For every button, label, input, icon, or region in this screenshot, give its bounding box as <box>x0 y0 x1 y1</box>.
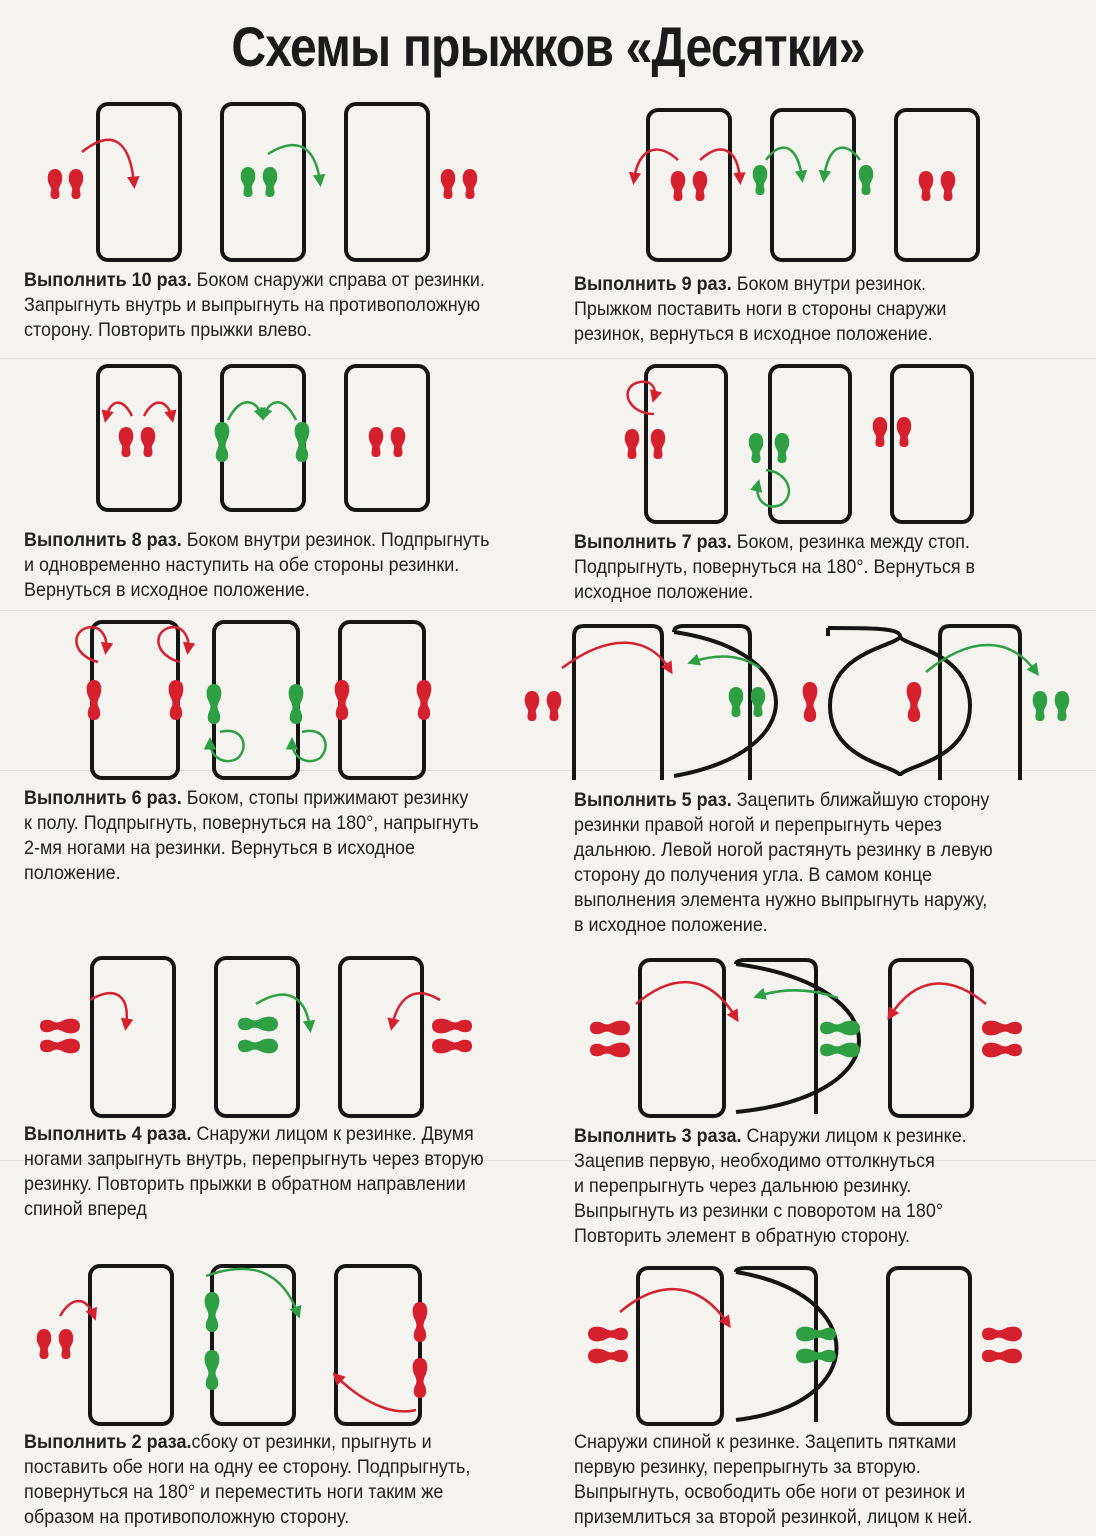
exercise-caption: Снаружи спиной к резинке. Зацепить пятка… <box>574 1431 973 1528</box>
footprint-red-icon <box>36 1302 428 1398</box>
jump-diagram <box>36 1264 428 1426</box>
exercise-caption: Выполнить 7 раз. Боком, резинка между ст… <box>574 531 976 603</box>
jump-diagram <box>628 108 980 262</box>
jump-diagram <box>40 956 472 1118</box>
jump-arrow-icon <box>81 138 140 189</box>
fold-line <box>0 1160 1096 1161</box>
jump-arrow-icon <box>267 143 326 187</box>
footprint-green-icon <box>214 422 310 462</box>
exercise-caption: Выполнить 4 раза. Снаружи лицом к резинк… <box>24 1123 484 1220</box>
jump-diagram <box>590 958 1022 1118</box>
jump-diagram <box>524 624 1070 780</box>
footprint-red-icon <box>118 427 406 457</box>
footprint-red-icon <box>590 1020 1022 1058</box>
footprint-green-icon <box>820 1020 860 1058</box>
footprint-red-icon <box>524 682 922 722</box>
footprint-green-icon <box>238 1016 278 1054</box>
fold-line <box>0 770 1096 771</box>
rubber-band-frame <box>96 102 182 262</box>
exercise-caption: Выполнить 9 раз. Боком внутри резинок.Пр… <box>574 273 947 345</box>
footprint-red-icon <box>86 680 432 720</box>
exercise-caption: Выполнить 2 раза.сбоку от резинки, прыгн… <box>24 1431 471 1528</box>
footprint-green-icon <box>240 167 278 197</box>
footprint-red-icon <box>47 169 478 199</box>
jump-diagram <box>588 1266 1022 1426</box>
exercise-caption: Выполнить 5 раз. Зацепить ближайшую стор… <box>574 789 993 936</box>
footprint-green-icon <box>206 684 304 724</box>
fold-line <box>0 610 1096 611</box>
jump-diagram <box>47 102 478 262</box>
exercise-caption: Выполнить 8 раз. Боком внутри резинок. П… <box>24 529 490 601</box>
rubber-band-frame <box>220 102 306 262</box>
exercise-caption: Выполнить 3 раза. Снаружи лицом к резинк… <box>574 1125 967 1247</box>
jump-diagram <box>75 620 432 780</box>
exercise-caption: Выполнить 10 раз. Боком снаружи справа о… <box>24 269 485 341</box>
footprint-red-icon <box>670 171 956 201</box>
rubber-band-frame <box>344 102 430 262</box>
page-title: Схемы прыжков «Десятки» <box>231 15 865 78</box>
exercise-caption: Выполнить 6 раз. Боком, стопы прижимают … <box>24 787 479 884</box>
jump-diagram <box>624 364 974 524</box>
fold-line <box>0 358 1096 359</box>
jump-diagram <box>96 364 430 512</box>
